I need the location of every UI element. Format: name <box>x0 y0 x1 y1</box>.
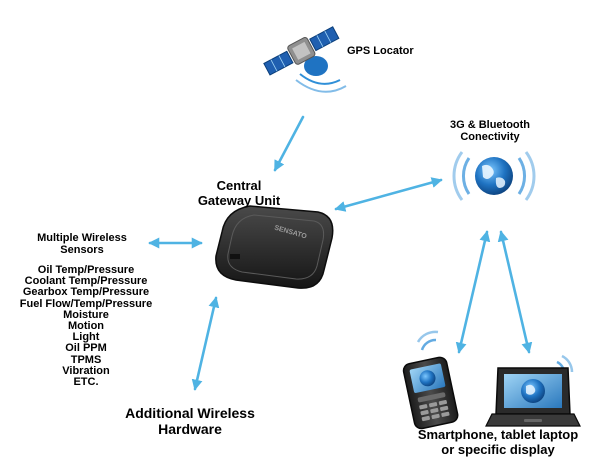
connection-arrows <box>148 115 533 391</box>
devices-label: Smartphone, tablet laptop or specific di… <box>398 427 598 457</box>
gateway-device-icon: SENSATO <box>215 205 334 289</box>
satellite-icon <box>263 26 347 93</box>
globe-icon <box>452 151 536 201</box>
sensor-item: Fuel Flow/Temp/Pressure <box>19 297 153 310</box>
additional-hardware-label-line2: Hardware <box>158 420 222 437</box>
sensor-item: Oil PPM <box>65 342 107 355</box>
devices-label-line2: or specific display <box>441 441 555 457</box>
sensor-item: Moisture <box>63 308 109 321</box>
sensor-item: Oil Temp/Pressure <box>37 264 135 276</box>
gps-locator-label: GPS Locator <box>347 45 414 57</box>
wireless-sensors-label: Multiple Wireless Sensors <box>22 232 142 257</box>
central-gateway-label-line2: Gateway Unit <box>197 192 281 208</box>
sensor-item: TPMS <box>70 353 102 366</box>
additional-hardware-label-line1: Additional Wireless <box>125 405 255 421</box>
sensor-list: Oil Temp/Pressure Coolant Temp/Pressure … <box>2 264 170 389</box>
smartphone-icon <box>402 330 459 430</box>
sensor-item: Motion <box>67 320 105 333</box>
arrow-connectivity-laptop <box>497 230 533 354</box>
central-gateway-label-line1: Central <box>216 178 262 193</box>
sensor-item: Coolant Temp/Pressure <box>24 275 148 288</box>
arrow-gateway-connectivity <box>334 177 443 212</box>
wireless-sensors-label-line1: Multiple Wireless <box>37 232 127 244</box>
arrow-connectivity-phone <box>455 230 491 354</box>
connectivity-label-line1: 3G & Bluetooth <box>449 119 531 131</box>
connectivity-label: 3G & Bluetooth Conectivity <box>428 119 552 144</box>
devices-label-line1: Smartphone, tablet laptop <box>417 427 579 442</box>
arrow-gateway-hardware <box>191 296 220 391</box>
central-gateway-label: Central Gateway Unit <box>176 178 302 208</box>
sensor-item: Gearbox Temp/Pressure <box>22 286 150 299</box>
laptop-icon <box>485 354 581 427</box>
sensor-item: Vibration <box>62 364 110 377</box>
connectivity-label-line2: Conectivity <box>460 131 520 144</box>
wireless-sensors-label-line2: Sensors <box>60 244 104 257</box>
sensor-item: ETC. <box>73 376 99 389</box>
sensor-item: Light <box>72 331 100 344</box>
arrow-gps-to-gateway <box>273 115 305 172</box>
additional-hardware-label: Additional Wireless Hardware <box>110 405 270 437</box>
